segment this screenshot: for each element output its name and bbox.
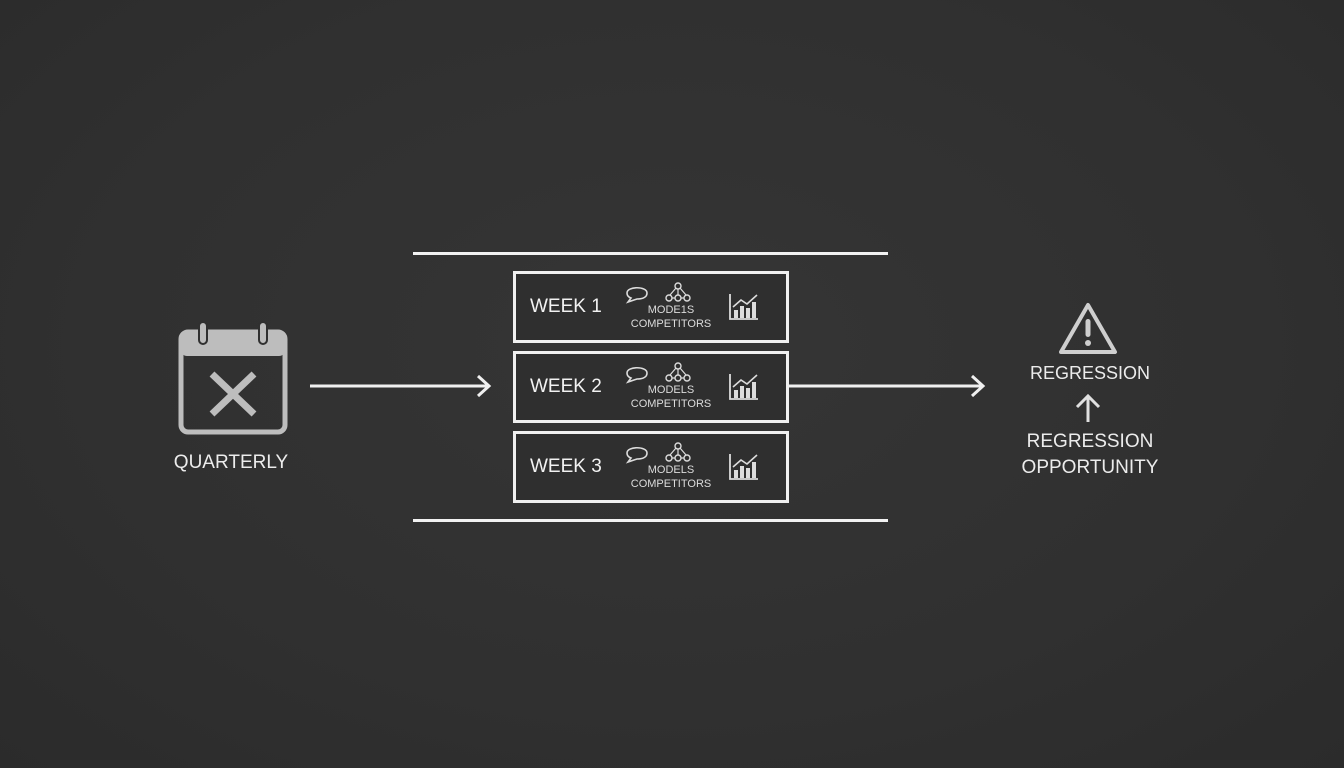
models-label: MODE1S xyxy=(647,304,695,316)
regression-opportunity-line2: OPPORTUNITY xyxy=(1021,457,1159,478)
week-2-box: WEEK 2 MODELS COMPETITORS xyxy=(513,351,789,423)
network-icon xyxy=(665,282,691,302)
regression-opportunity-label: REGRESSION OPPORTUNITY xyxy=(1005,429,1175,481)
competitors-label: COMPETITORS xyxy=(630,318,712,330)
bar-chart-icon xyxy=(729,374,758,400)
quarterly-label: QUARTERLY xyxy=(173,452,289,473)
chat-bubble-icon xyxy=(625,446,648,464)
models-label: MODELS xyxy=(647,464,695,476)
week-label: WEEK 3 xyxy=(530,456,602,477)
week-3-box: WEEK 3 MODELS COMPETITORS xyxy=(513,431,789,503)
chat-bubble-icon xyxy=(625,286,648,304)
arrow-right-icon xyxy=(788,374,986,398)
regression-opportunity-line1: REGRESSION xyxy=(1026,431,1154,452)
network-icon xyxy=(665,362,691,382)
week-1-box: WEEK 1 MODE1S COMPETITORS xyxy=(513,271,789,343)
warning-icon xyxy=(1059,303,1117,354)
arrow-up-icon xyxy=(1075,393,1101,422)
week-label: WEEK 2 xyxy=(530,376,602,397)
divider-bottom xyxy=(413,519,888,522)
arrow-right-icon xyxy=(310,374,492,398)
regression-label: REGRESSION xyxy=(1029,363,1151,383)
competitors-label: COMPETITORS xyxy=(630,478,712,490)
chat-bubble-icon xyxy=(625,366,648,384)
week-label: WEEK 1 xyxy=(530,296,602,317)
calendar-x-icon xyxy=(178,321,288,435)
bar-chart-icon xyxy=(729,454,758,480)
divider-top xyxy=(413,252,888,255)
network-icon xyxy=(665,442,691,462)
competitors-label: COMPETITORS xyxy=(630,398,712,410)
bar-chart-icon xyxy=(729,294,758,320)
models-label: MODELS xyxy=(647,384,695,396)
